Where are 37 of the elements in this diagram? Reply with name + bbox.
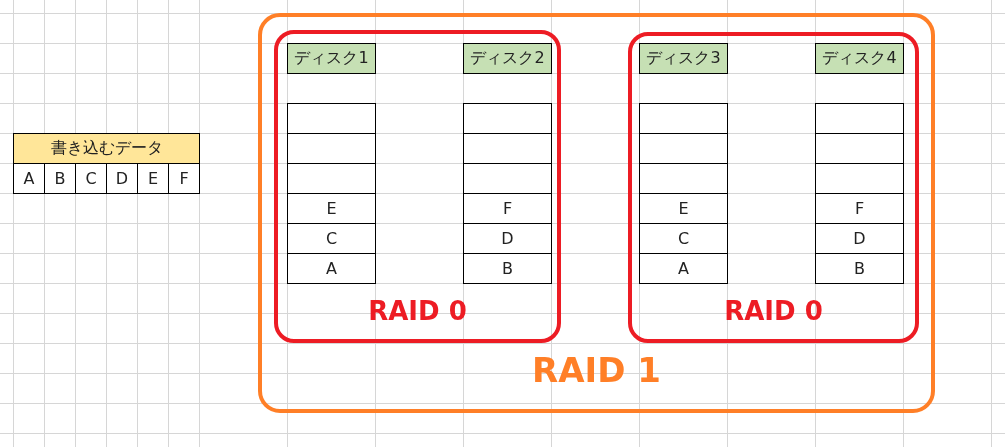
data-block: A: [13, 163, 45, 194]
empty-block: [639, 163, 728, 194]
outer-group-frame: [258, 13, 935, 413]
data-block: E: [287, 193, 376, 224]
empty-block: [639, 103, 728, 134]
disk-header: ディスク4: [815, 43, 904, 74]
inner-group-frame: [274, 30, 561, 343]
empty-block: [815, 163, 904, 194]
data-block: D: [463, 223, 552, 254]
data-block: A: [639, 253, 728, 284]
group-title: RAID 0: [368, 298, 467, 324]
group-title: RAID 1: [532, 353, 661, 387]
empty-block: [463, 163, 552, 194]
empty-block: [815, 103, 904, 134]
data-block: A: [287, 253, 376, 284]
empty-block: [287, 163, 376, 194]
data-block: F: [168, 163, 200, 194]
empty-block: [639, 133, 728, 164]
table-header: 書き込むデータ: [13, 133, 200, 164]
data-block: D: [815, 223, 904, 254]
empty-block: [463, 103, 552, 134]
data-block: B: [463, 253, 552, 284]
empty-block: [287, 103, 376, 134]
empty-block: [815, 133, 904, 164]
data-block: E: [639, 193, 728, 224]
data-block: F: [815, 193, 904, 224]
disk-header: ディスク3: [639, 43, 728, 74]
disk-header: ディスク1: [287, 43, 376, 74]
disk-header: ディスク2: [463, 43, 552, 74]
data-block: B: [815, 253, 904, 284]
data-block: C: [287, 223, 376, 254]
empty-block: [287, 133, 376, 164]
data-block: C: [639, 223, 728, 254]
group-title: RAID 0: [724, 298, 823, 324]
empty-block: [463, 133, 552, 164]
inner-group-frame: [628, 32, 919, 343]
data-block: F: [463, 193, 552, 224]
